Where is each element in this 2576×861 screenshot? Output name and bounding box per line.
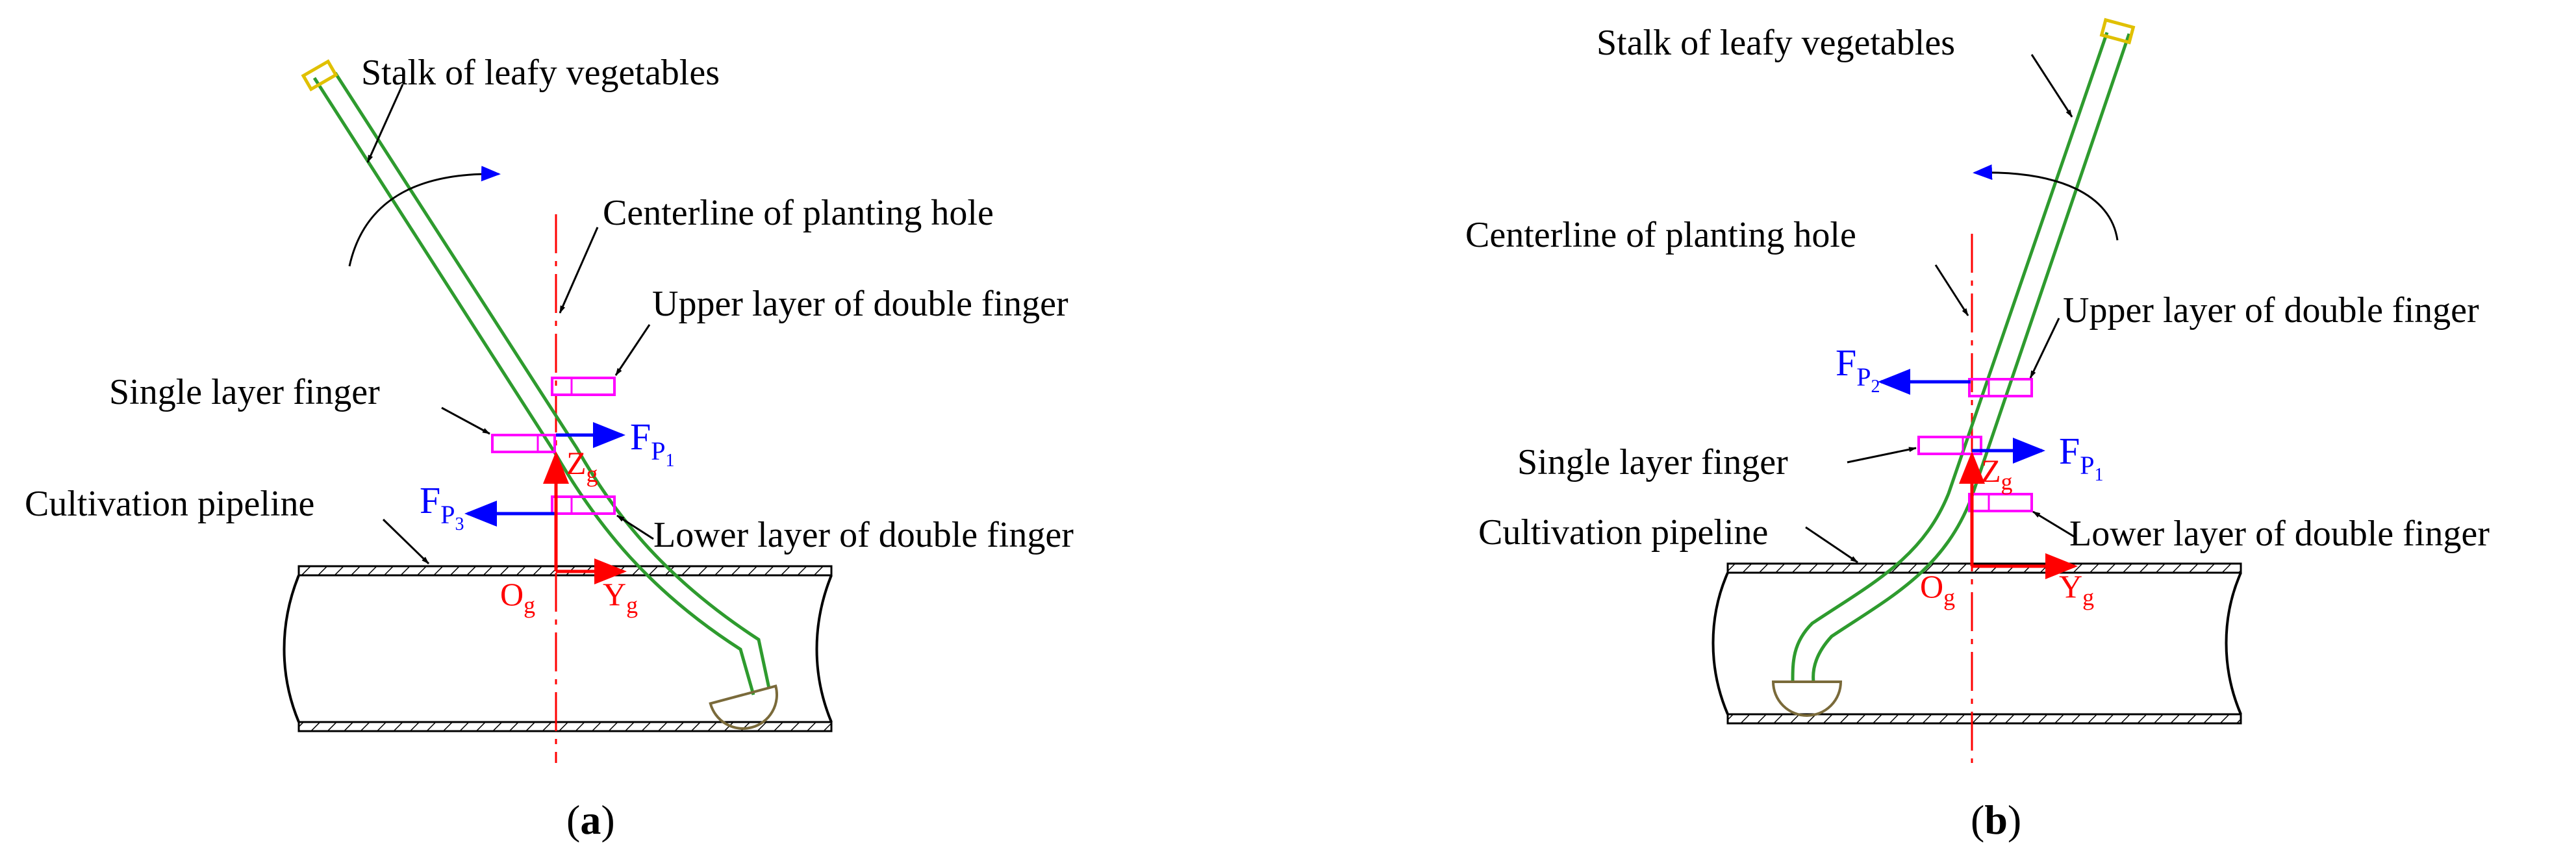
upper-finger-a bbox=[551, 377, 616, 396]
leader-single-b bbox=[1847, 447, 1917, 464]
label-single-finger-b: Single layer finger bbox=[1517, 442, 1788, 482]
axis-label-o-b: Og bbox=[1920, 568, 1955, 610]
force-label-fp3-a: FP3 bbox=[420, 479, 464, 534]
stalk-a bbox=[301, 59, 771, 695]
force-label-fp1-a: FP1 bbox=[630, 416, 675, 471]
stalk-b bbox=[1791, 18, 2136, 682]
cultivation-pipe-b bbox=[1711, 562, 2242, 725]
leader-upper-b bbox=[2029, 318, 2060, 379]
axis-label-y-a: Yg bbox=[603, 576, 638, 618]
axis-label-z-a: Zg bbox=[566, 445, 598, 487]
root-cup-b bbox=[1771, 680, 1843, 717]
root-cup-a bbox=[709, 684, 778, 730]
leader-pipeline-a bbox=[382, 518, 430, 565]
label-pipeline-a: Cultivation pipeline bbox=[25, 484, 314, 524]
leader-centerline-a bbox=[559, 227, 599, 314]
leader-pipeline-b bbox=[1805, 526, 1858, 564]
axis-label-z-b: Zg bbox=[1981, 453, 2013, 495]
rotation-arc-b bbox=[1973, 164, 2119, 241]
label-lower-finger-a: Lower layer of double finger bbox=[653, 515, 1074, 555]
label-stalk-b: Stalk of leafy vegetables bbox=[1597, 23, 1955, 63]
leader-centerline-b bbox=[1934, 264, 1969, 316]
leader-upper-a bbox=[614, 324, 651, 376]
leader-lower-b bbox=[2032, 510, 2077, 539]
leader-single-a bbox=[441, 406, 490, 435]
upper-finger-b bbox=[1968, 378, 2033, 397]
force-label-fp1-b: FP1 bbox=[2059, 430, 2104, 485]
cultivation-pipe-a bbox=[283, 565, 833, 732]
force-label-fp2-b: FP2 bbox=[1836, 342, 1880, 397]
panel-b: Stalk of leafy vegetables Centerline of … bbox=[1465, 18, 2490, 843]
axis-label-o-a: Og bbox=[500, 576, 535, 618]
axis-label-y-b: Yg bbox=[2059, 568, 2094, 610]
lower-finger-a bbox=[551, 495, 616, 515]
panel-a: Stalk of leafy vegetables Centerline of … bbox=[25, 53, 1074, 843]
caption-a: (a) bbox=[566, 797, 615, 843]
label-centerline-a: Centerline of planting hole bbox=[603, 193, 994, 233]
label-stalk-a: Stalk of leafy vegetables bbox=[361, 53, 720, 93]
label-upper-finger-b: Upper layer of double finger bbox=[2063, 290, 2479, 331]
single-finger-b bbox=[1917, 436, 1982, 455]
single-finger-a bbox=[491, 434, 556, 453]
leader-stalk-b bbox=[2030, 54, 2073, 118]
leader-stalk-a bbox=[366, 84, 404, 163]
rotation-arc-a bbox=[348, 166, 501, 267]
label-single-finger-a: Single layer finger bbox=[109, 372, 380, 412]
leader-lower-a bbox=[616, 514, 654, 540]
label-upper-finger-a: Upper layer of double finger bbox=[652, 284, 1068, 324]
caption-b: (b) bbox=[1971, 797, 2021, 843]
label-centerline-b: Centerline of planting hole bbox=[1465, 215, 1856, 255]
lower-finger-b bbox=[1968, 493, 2033, 512]
label-lower-finger-b: Lower layer of double finger bbox=[2069, 514, 2490, 554]
label-pipeline-b: Cultivation pipeline bbox=[1478, 512, 1768, 553]
